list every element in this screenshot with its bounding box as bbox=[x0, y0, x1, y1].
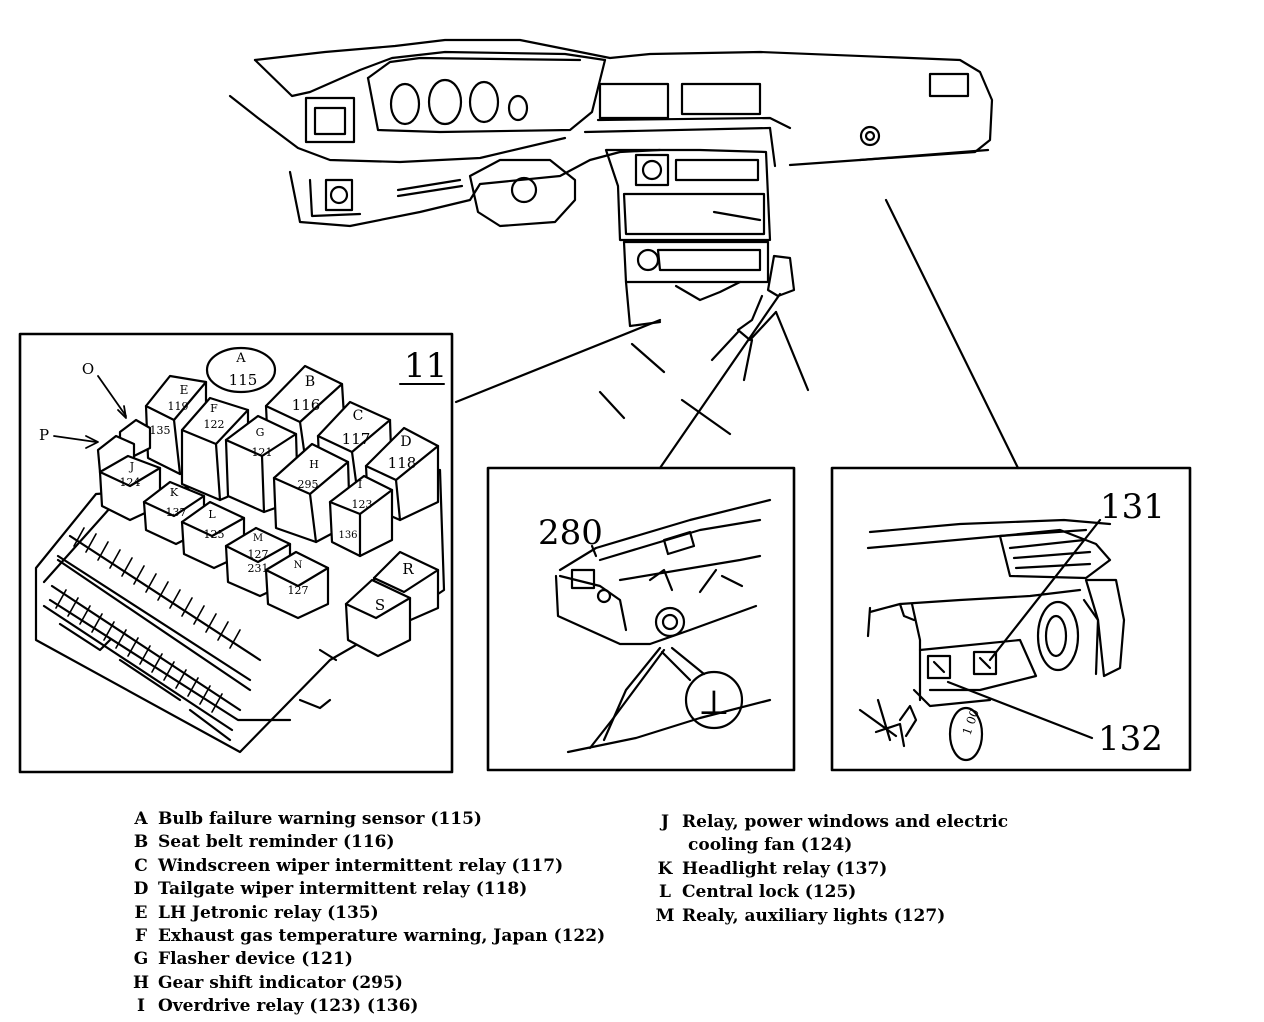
relay-num-f: 122 bbox=[204, 418, 225, 431]
relay-num-m-lower: 231 bbox=[248, 562, 269, 575]
relay-num-e: 119 bbox=[168, 400, 189, 413]
relay-label-j: J bbox=[129, 460, 134, 473]
relay-num-d: 118 bbox=[388, 454, 417, 472]
kick-panel-illustration bbox=[858, 518, 1126, 762]
pointer-label-o: O bbox=[82, 360, 94, 378]
legend-item-continuation: cooling fan (124) bbox=[688, 835, 853, 856]
relay-label-g: G bbox=[256, 426, 265, 439]
relay-label-a: A bbox=[235, 351, 246, 366]
relay-callout-132: 132 bbox=[1098, 719, 1163, 759]
relay-location-diagram: 11 A 115 B 116 C 117 D 118 E 119 135 F 1… bbox=[18, 38, 1192, 774]
relay-num-e-lower: 135 bbox=[150, 424, 171, 437]
relay-label-f: F bbox=[210, 402, 218, 415]
ground-panel-frame bbox=[486, 466, 796, 772]
relay-num-i: 123 bbox=[352, 498, 373, 511]
ground-point-illustration bbox=[554, 498, 772, 754]
relay-label-m: M bbox=[253, 533, 263, 544]
relay-num-g: 121 bbox=[252, 446, 273, 459]
relay-label-h: H bbox=[309, 458, 319, 471]
relay-num-a: 115 bbox=[229, 371, 258, 389]
relay-label-k: K bbox=[170, 486, 179, 499]
relay-num-l: 125 bbox=[204, 528, 225, 541]
relay-label-c: C bbox=[353, 408, 364, 424]
figure-number: 11 bbox=[404, 346, 447, 386]
relay-num-j: 124 bbox=[120, 476, 141, 489]
ground-symbol: ⊥ bbox=[698, 683, 730, 723]
relay-label-l: L bbox=[208, 508, 216, 521]
dashboard-illustration bbox=[228, 38, 1020, 470]
ground-callout-280: 280 bbox=[538, 513, 603, 553]
relay-num-k: 137 bbox=[166, 506, 187, 519]
relay-num-n: 127 bbox=[288, 584, 309, 597]
fuse-holder-text: 1 00 bbox=[960, 707, 982, 737]
relay-blocks bbox=[96, 346, 440, 658]
relay-num-i-lower: 136 bbox=[338, 530, 357, 541]
relay-num-h: 295 bbox=[298, 478, 319, 491]
relay-num-c: 117 bbox=[342, 430, 371, 448]
relay-label-i: I bbox=[358, 478, 362, 491]
relay-label-s: S bbox=[375, 596, 385, 614]
relay-label-r: R bbox=[402, 560, 414, 578]
relay-num-b: 116 bbox=[292, 396, 321, 414]
relay-131-panel-frame bbox=[830, 466, 1192, 772]
relay-label-e: E bbox=[180, 383, 189, 397]
relay-label-b: B bbox=[305, 374, 315, 390]
pointer-label-p: P bbox=[39, 426, 49, 444]
relay-label-n: N bbox=[294, 560, 303, 571]
relay-num-m: 127 bbox=[248, 548, 269, 561]
relay-panel-frame bbox=[18, 332, 454, 774]
relay-callout-131: 131 bbox=[1100, 487, 1165, 527]
relay-label-d: D bbox=[400, 434, 411, 450]
